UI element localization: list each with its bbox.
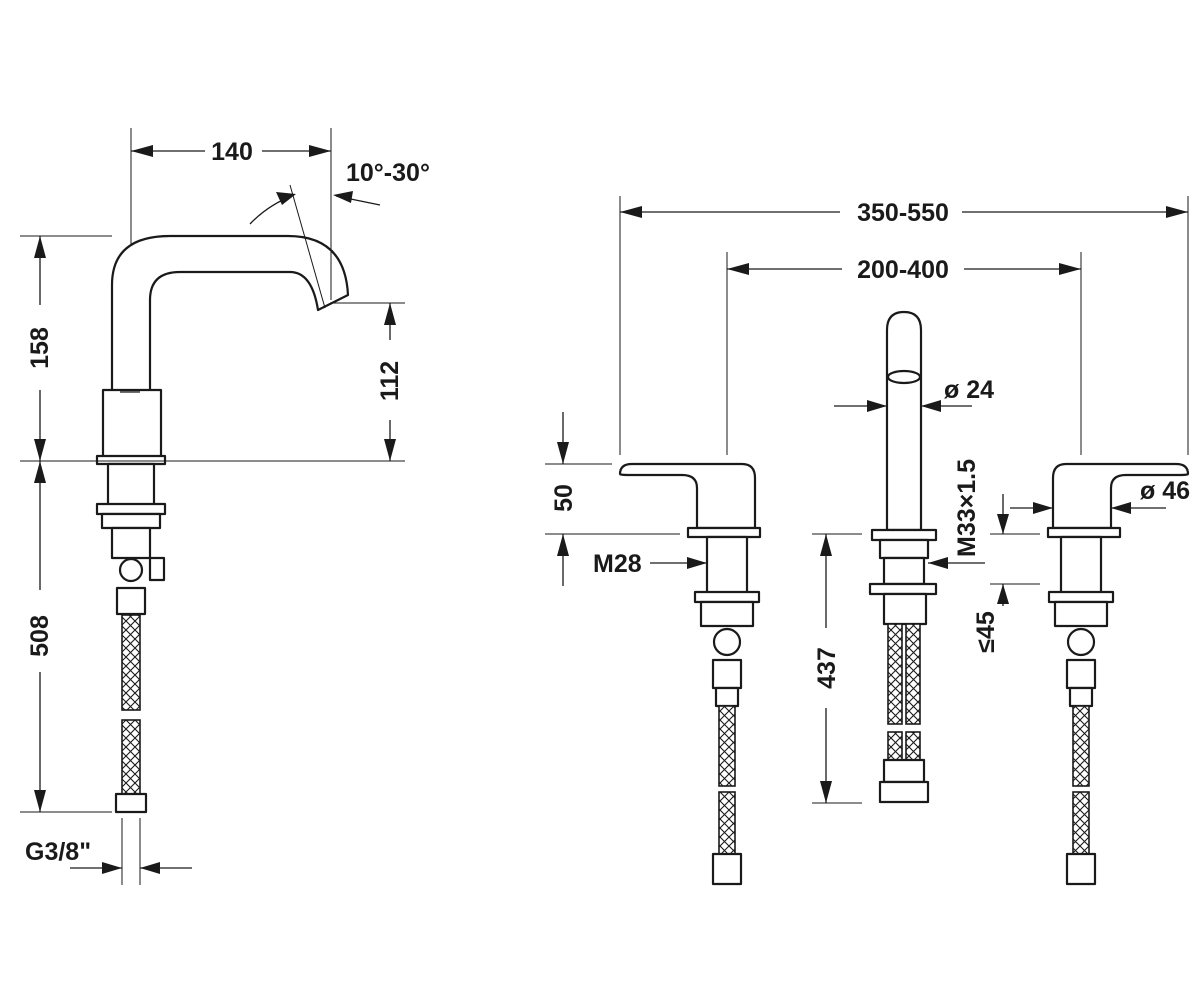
right-shank <box>1059 535 1103 595</box>
shank <box>106 462 156 508</box>
stop-valve-knob <box>118 557 144 583</box>
right-lock-nut <box>1047 590 1115 604</box>
hose-nut <box>115 586 147 616</box>
left-washer <box>699 600 755 628</box>
right-valve-knob <box>1066 627 1096 657</box>
dim-below-deck-length: 508 <box>26 615 54 657</box>
left-valve-knob <box>712 627 742 657</box>
left-shank <box>705 535 749 595</box>
dim-spout-diameter: ø 24 <box>944 376 994 404</box>
dim-spout-angle: 10°-30° <box>346 159 430 187</box>
spout-lock-nut <box>868 582 938 596</box>
dim-overall-spread: 350-550 <box>857 199 949 227</box>
right-hose-end-nut <box>1065 852 1097 886</box>
spout-hose-end <box>878 780 930 804</box>
dim-spout-height: 158 <box>26 327 54 369</box>
dim-handle-diameter: ø 46 <box>1140 477 1190 505</box>
center-spout <box>885 310 923 532</box>
spout-washer <box>882 592 928 626</box>
right-hose-coupling <box>1068 686 1094 708</box>
hose-end-nut <box>114 792 148 814</box>
spout-shank-upper <box>878 538 930 560</box>
dim-spout-reach: 140 <box>211 138 253 166</box>
right-washer <box>1053 600 1109 628</box>
spout-body <box>110 234 350 394</box>
valve-body <box>101 388 163 460</box>
lock-washer <box>100 512 162 530</box>
right-handle-flange <box>1046 526 1122 539</box>
spout-hose-b <box>905 623 921 725</box>
side-view: 140 10°-30° 158 112 508 G3/8" <box>20 128 430 885</box>
left-hose-upper <box>718 705 736 787</box>
spout-shank <box>882 556 926 586</box>
dim-connection-thread: G3/8" <box>25 838 91 866</box>
dim-max-deck-thickness: ≤45 <box>972 611 1000 653</box>
front-view: 350-550 200-400 ø 24 50 M28 M33×1.5 ø 46 <box>545 196 1190 886</box>
left-handle-flange <box>686 526 762 539</box>
right-hose-lower <box>1072 791 1090 855</box>
spout-hose-b-lower <box>905 731 921 761</box>
left-handle-lever <box>618 462 757 530</box>
spout-hose-coupling <box>882 758 926 784</box>
dim-outlet-height: 112 <box>376 361 404 401</box>
spout-flange <box>870 528 938 542</box>
dim-handle-spread: 200-400 <box>857 256 949 284</box>
spout-hose-a-lower <box>887 731 903 761</box>
hose-lower <box>121 719 141 796</box>
left-hose-nut <box>711 658 743 690</box>
right-hose-nut <box>1065 658 1097 690</box>
lock-nut <box>95 502 167 516</box>
valve-lever <box>148 556 166 582</box>
left-hose-lower <box>718 791 736 855</box>
stop-valve <box>110 526 152 560</box>
left-hose-coupling <box>714 686 740 708</box>
spout-outlet <box>886 369 922 385</box>
spout-hose-a <box>887 623 903 725</box>
dim-hose-length: 437 <box>813 647 841 689</box>
deck-flange <box>95 454 167 466</box>
dim-spout-thread: M33×1.5 <box>953 459 981 557</box>
left-lock-nut <box>693 590 761 604</box>
right-hose-upper <box>1072 705 1090 787</box>
hose-upper <box>121 614 141 711</box>
dim-handle-thread: M28 <box>593 550 642 578</box>
dim-handle-height: 50 <box>550 484 578 512</box>
left-hose-end-nut <box>711 852 743 886</box>
